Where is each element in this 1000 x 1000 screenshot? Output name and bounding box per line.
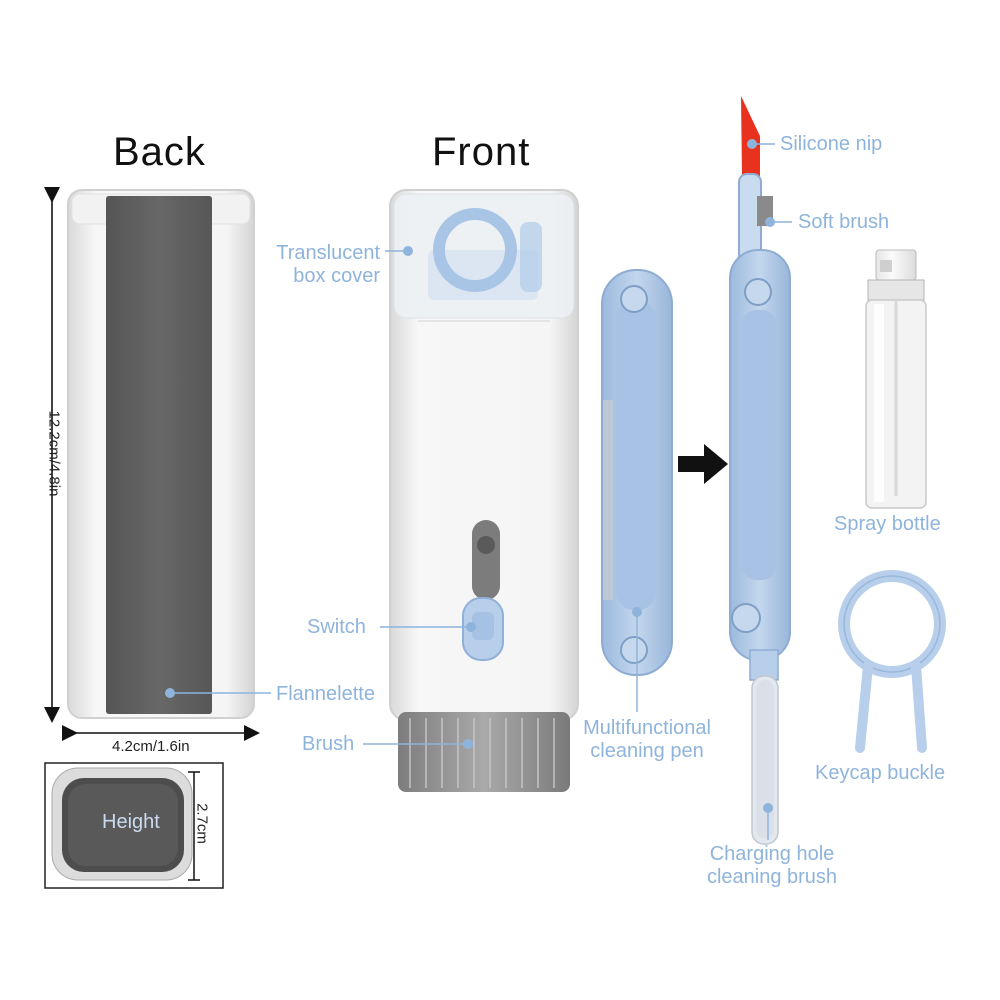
label-charging-brush: Charging hole cleaning brush	[694, 843, 850, 889]
label-soft-brush: Soft brush	[798, 211, 890, 233]
unfolded-pen	[729, 96, 791, 845]
height-inset	[44, 762, 224, 889]
label-silicone-nip: Silicone nip	[780, 133, 883, 155]
heading-front: Front	[432, 130, 531, 174]
keycap-buckle	[838, 570, 946, 753]
heading-back: Back	[113, 130, 206, 174]
transform-arrow	[678, 444, 728, 484]
back-unit	[67, 189, 255, 719]
height-dimension: 2.7cm	[193, 803, 211, 844]
switch-track	[472, 520, 500, 600]
label-charging-brush-line1: Charging hole	[709, 843, 835, 865]
spray-bottle	[865, 249, 927, 509]
label-flannelette: Flannelette	[276, 683, 375, 705]
height-inset-label: Height	[102, 811, 160, 833]
label-multifunctional-pen-line1: Multifunctional	[583, 717, 711, 739]
keycap-ring-inside	[433, 208, 517, 292]
label-switch: Switch	[307, 616, 366, 638]
silicone-nip	[741, 96, 760, 176]
label-multifunctional-pen-line2: cleaning pen	[590, 740, 704, 762]
brush-bristles	[398, 712, 570, 792]
length-dimension: 12.2cm/4.8in	[45, 410, 63, 497]
callout-pointers	[165, 139, 792, 840]
flannelette-pad	[106, 196, 212, 714]
front-unit	[389, 189, 579, 792]
label-translucent-cover-line1: Translucent	[276, 242, 380, 264]
dimension-lines	[44, 187, 260, 741]
label-spray-bottle: Spray bottle	[834, 513, 941, 535]
label-keycap-buckle: Keycap buckle	[815, 762, 946, 784]
label-translucent-cover: Translucent box cover	[258, 242, 380, 288]
width-dimension: 4.2cm/1.6in	[112, 738, 190, 755]
label-translucent-cover-line2: box cover	[293, 265, 380, 287]
label-multifunctional-pen: Multifunctional cleaning pen	[572, 717, 722, 763]
label-charging-brush-line2: cleaning brush	[706, 866, 838, 888]
folded-pen	[601, 269, 673, 676]
label-brush: Brush	[302, 733, 355, 755]
